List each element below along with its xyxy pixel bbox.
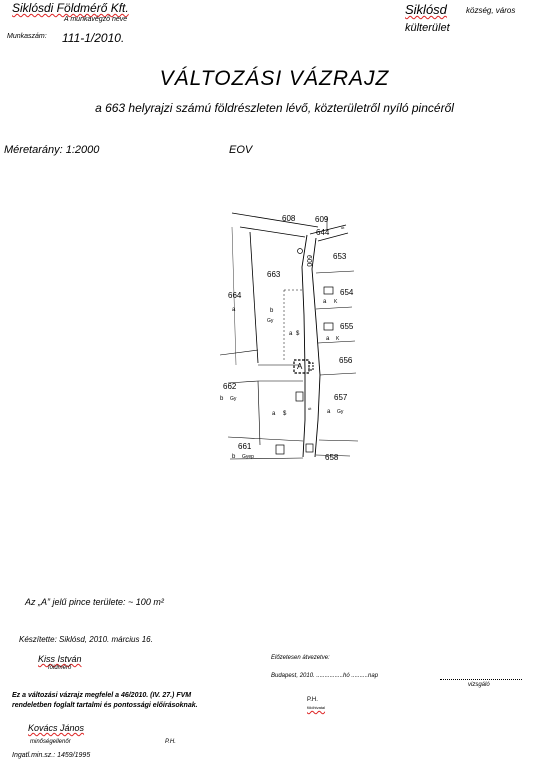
stamp-placeholder-left: P.H. — [165, 739, 176, 745]
road-608-line — [231, 212, 319, 228]
building-657-east — [305, 443, 314, 453]
parcel-663-west-line — [249, 231, 259, 364]
surveyor-role: földmérő — [48, 665, 72, 671]
building-654 — [323, 286, 334, 295]
town-caption: község, város — [466, 6, 516, 15]
parcel-657-label: 657 — [334, 393, 348, 402]
document-subtitle: a 663 helyrajzi számú földrészleten lévő… — [95, 101, 454, 115]
parcel-661-lower-line — [229, 457, 304, 460]
projection-label: EOV — [229, 144, 253, 156]
parcel-664-line — [231, 226, 237, 366]
code-655-k: K — [336, 336, 340, 342]
code-662-gy: Gy — [230, 396, 237, 402]
code-661-gyep: Gyep — [242, 454, 254, 460]
parcel-662-divider — [257, 380, 261, 446]
reviewer-caption: vizsgáló — [468, 682, 490, 688]
parcel-656-line — [319, 372, 357, 376]
code-road-small: út — [308, 406, 312, 411]
statement-line-1: Ez a változási vázrajz megfelel a 46/201… — [12, 692, 192, 699]
work-number-label: Munkaszám: — [7, 33, 47, 40]
document-title: VÁLTOZÁSI VÁZRAJZ — [159, 67, 390, 90]
parcel-653-label: 653 — [333, 252, 347, 261]
road-600-left — [301, 234, 308, 458]
parcel-661-label: 661 — [238, 442, 252, 451]
parcel-663-label: 663 — [267, 270, 281, 279]
code-663-gy: Gy — [267, 318, 274, 324]
parcel-654-label: 654 — [340, 288, 354, 297]
code-664-a: a — [232, 307, 236, 313]
parcel-609-label: 609 — [315, 215, 329, 224]
code-657-a: a — [327, 409, 331, 415]
parcel-608-label: 608 — [282, 214, 296, 223]
parcel-654-line — [315, 306, 353, 310]
parcel-664-label: 664 — [228, 291, 242, 300]
scale-label: Méretarány: 1:2000 — [4, 144, 100, 156]
code-663s-s: $ — [283, 411, 287, 417]
road-600-right — [311, 237, 321, 458]
road-644-line-2 — [317, 232, 349, 242]
reviewer-signature-line — [440, 679, 522, 680]
code-657-gy: Gy — [337, 409, 344, 415]
parcel-662-line — [219, 349, 259, 356]
parcel-655-label: 655 — [340, 322, 354, 331]
town-name: Siklósd — [405, 2, 447, 17]
cadastral-map: 608 609 644 653 663 600 654 664 655 656 … — [219, 212, 359, 462]
parcel-658-line — [315, 454, 351, 457]
code-644-small: út — [341, 225, 345, 230]
parcel-600-label: 600 — [305, 255, 312, 267]
statement-line-2: rendeletben foglalt tartalmi és pontossá… — [12, 702, 198, 709]
stamp-placeholder-right-sub: földhivatal — [307, 705, 326, 710]
parcel-662-label: 662 — [223, 382, 237, 391]
precheck-date-line: Budapest, 2010. ................hó .....… — [271, 673, 379, 679]
parcel-655-line — [317, 340, 356, 344]
made-by-line: Készítette: Siklósd, 2010. március 16. — [19, 635, 153, 644]
qa-role: minőségellenőr — [30, 739, 71, 745]
code-661-b: b — [232, 454, 236, 460]
code-663s-a: a — [272, 411, 276, 417]
cellar-a-annex — [308, 362, 314, 371]
surveyor-name: Kiss István — [38, 654, 82, 664]
parcel-661-line — [227, 436, 304, 442]
code-663-a: a — [289, 331, 293, 337]
area-type: külterület — [405, 22, 450, 34]
parcel-657-line — [318, 439, 359, 442]
road-644-line — [309, 224, 347, 235]
cellar-a-label: A — [297, 362, 303, 371]
parcel-644-label: 644 — [316, 228, 330, 237]
code-662-b: b — [220, 396, 224, 402]
parcel-653-line — [315, 270, 355, 274]
precheck-label: Előzetesen átvezetve: — [271, 655, 330, 661]
firm-caption: A munkavégző neve — [64, 16, 128, 23]
code-654-a: a — [323, 299, 327, 305]
well-symbol — [297, 248, 303, 254]
building-657-west — [295, 391, 304, 402]
firm-name: Siklósdi Földmérő Kft. — [12, 1, 129, 15]
parcel-656-label: 656 — [339, 356, 353, 365]
building-661 — [275, 444, 285, 455]
parcel-658-label: 658 — [325, 453, 339, 462]
work-number: 111-1/2010. — [62, 31, 125, 45]
parcel-662-lower-line — [227, 380, 259, 384]
cellar-area-note: Az „A” jelű pince területe: ~ 100 m² — [25, 597, 164, 607]
road-608-line-lower — [239, 226, 306, 238]
license-number: Ingatl.min.sz.: 1459/1995 — [12, 752, 91, 759]
code-654-k: K — [334, 299, 338, 305]
qa-name: Kovács János — [28, 723, 85, 733]
building-655 — [323, 322, 334, 331]
stamp-placeholder-right: P.H. — [307, 697, 318, 703]
code-663-b: b — [270, 308, 274, 314]
code-663-s: $ — [296, 331, 300, 337]
code-655-a: a — [326, 336, 330, 342]
